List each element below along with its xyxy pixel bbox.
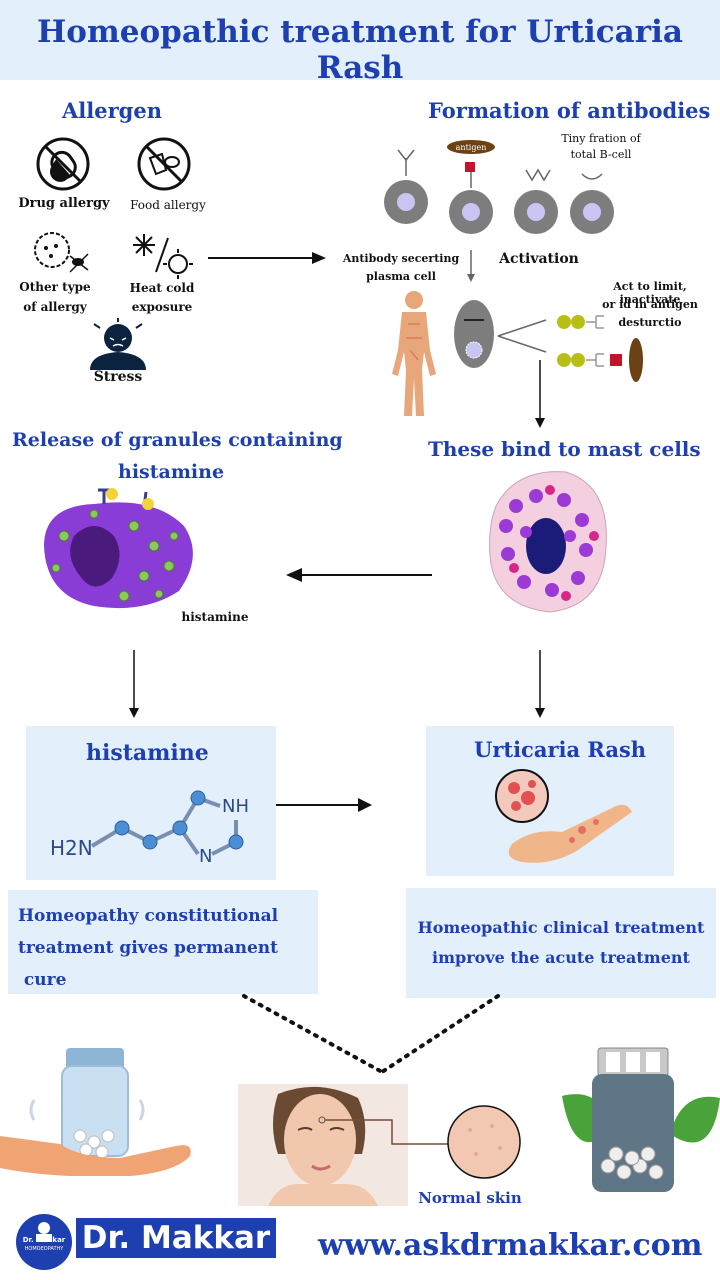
b-cells-diagram (384, 140, 614, 234)
logo-circle-text-1: Dr. Makkar (22, 1236, 66, 1244)
formula-nh: NH (222, 796, 249, 817)
tiny-fraction-label-1: Tiny fration of (561, 132, 641, 145)
release-title-2: histamine (118, 461, 225, 483)
hand-with-medicine (0, 1048, 191, 1176)
dotted-connector (242, 994, 500, 1074)
arrow-down-left (129, 650, 139, 718)
normal-skin-circle (447, 1105, 521, 1179)
page-title: Homeopathic treatment for Urticaria Rash (37, 14, 683, 86)
heat-cold-label-2: exposure (131, 300, 193, 314)
formula-n: N (199, 846, 213, 867)
histamine-panel (26, 726, 276, 880)
normal-skin-label: Normal skin (418, 1189, 522, 1207)
plasma-cell-label-2: plasma cell (366, 270, 436, 283)
other-allergy-label-2: of allergy (23, 300, 87, 314)
title-banner (0, 0, 720, 80)
mast-cells-title: These bind to mast cells (428, 437, 701, 461)
drug-allergy-icon (36, 137, 90, 191)
histamine-release-label: histamine (181, 610, 249, 624)
formula-h2n: H2N (50, 836, 93, 860)
other-allergy-label-1: Other type (19, 280, 91, 294)
arrow-down (535, 360, 545, 428)
rash-arm-illustration (495, 769, 632, 863)
histamine-molecule (90, 790, 244, 856)
histamine-panel-title: histamine (86, 740, 209, 766)
clinical-line-2: improve the acute treatment (432, 948, 690, 967)
drug-allergy-label: Drug allergy (18, 196, 110, 211)
act-label-1: Act to limit, inactivate (613, 280, 687, 306)
stressed-person-icon (90, 318, 146, 370)
constitutional-line-2: treatment gives permanent (18, 938, 279, 958)
antibodies-title: Formation of antibodies (428, 98, 711, 123)
stress-label: Stress (93, 369, 143, 385)
degranulating-mast-cell (44, 488, 193, 609)
arrow-right-2 (276, 798, 372, 812)
constitutional-line-3: cure (18, 970, 67, 990)
antibody-arrows (497, 319, 547, 353)
brand-logo[interactable]: Dr. Makkar (76, 1218, 276, 1258)
release-title-1: Release of granules containing (12, 429, 343, 451)
tiny-fraction-label-2: total B-cell (570, 148, 632, 161)
heat-cold-label-1: Heat cold (129, 281, 195, 295)
arrow-down-right (535, 650, 545, 718)
logo-circle-text-2: HOMOEOPATHY (24, 1246, 64, 1252)
act-label-3: desturctio (618, 316, 682, 329)
constitutional-panel (8, 890, 318, 994)
act-label-2: or id in antigen (602, 298, 698, 311)
arrow-down-small (467, 250, 475, 282)
plasma-cell (454, 300, 494, 368)
website-url[interactable]: www.askdrmakkar.com (318, 1228, 703, 1263)
clinical-line-1: Homeopathic clinical treatment (417, 918, 705, 937)
snowflake-sun-icon (133, 234, 193, 279)
pollen-insect-icon (34, 232, 89, 273)
antibody-complex (557, 315, 643, 382)
medicine-bottle-leaves (562, 1047, 720, 1192)
skin-zoom-connector (325, 1119, 450, 1145)
constitutional-line-1: Homeopathy constitutional (18, 906, 279, 926)
doctor-logo-icon (16, 1214, 72, 1270)
urticaria-title: Urticaria Rash (474, 737, 647, 762)
food-allergy-icon (137, 137, 191, 191)
activation-label: Activation (499, 251, 579, 267)
antigen-vertical-label: antigen (620, 356, 628, 383)
arrow-left (286, 568, 432, 582)
arrow-right (208, 252, 326, 264)
plasma-cell-label-1: Antibody secerting (342, 252, 460, 265)
human-body-figure (392, 291, 436, 416)
mast-cell (489, 471, 607, 613)
woman-face-illustration (238, 1084, 408, 1206)
antigen-tag: antigen (455, 143, 487, 152)
allergen-title: Allergen (62, 98, 162, 123)
food-allergy-label: Food allergy (130, 198, 206, 212)
clinical-panel (406, 888, 716, 998)
